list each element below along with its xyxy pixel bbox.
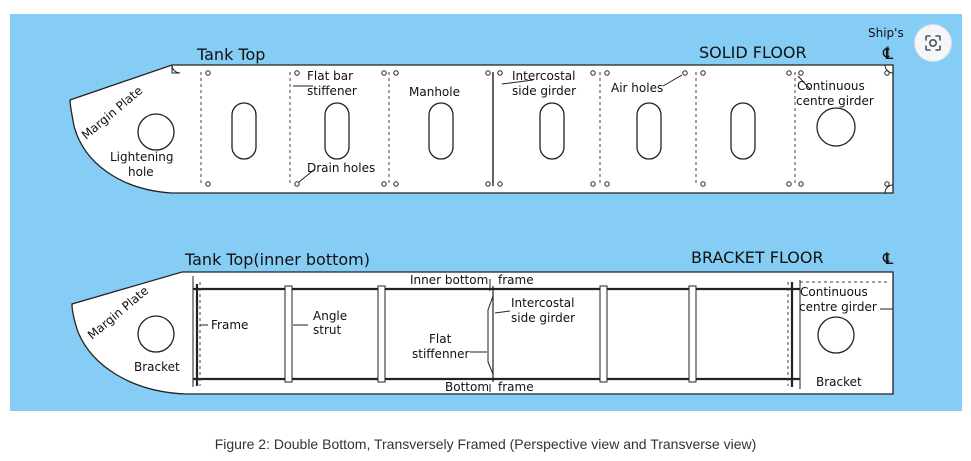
lightening-hole-label-1: Lightening — [110, 150, 174, 164]
bracket-hole-right — [817, 316, 855, 354]
intercostal-girder-label-2: side girder — [511, 311, 575, 325]
flat-bar-stiffener-label-1: Flat bar — [307, 69, 353, 83]
intercostal-label-1: Intercostal — [512, 69, 576, 83]
inner-bottom-frame-label: frame — [498, 273, 534, 287]
double-bottom-diagram: Tank Top SOLID FLOOR Ship's ℄ Margin Pla… — [69, 26, 904, 395]
manhole-2 — [324, 102, 350, 160]
angle-strut-label-1: Angle — [313, 309, 347, 323]
bracket-centre-girder-label-1: Continuous — [800, 285, 868, 299]
manhole-3 — [428, 102, 454, 160]
flat-stiffener-label-1: Flat — [429, 332, 452, 346]
bracket-floor-plate — [71, 271, 894, 395]
centre-girder-label-1: Continuous — [797, 79, 865, 93]
intercostal-girder-label-1: Intercostal — [511, 296, 575, 310]
manhole-6 — [730, 102, 756, 160]
visual-search-icon[interactable] — [914, 24, 952, 62]
lightening-hole-label-2: hole — [128, 165, 154, 179]
manhole-1 — [231, 102, 257, 160]
manhole-label: Manhole — [409, 85, 460, 99]
flat-stiffener-label-2: stiffenner — [412, 347, 470, 361]
manhole-4 — [539, 102, 565, 160]
bottom-label: Bottom — [445, 380, 489, 394]
flat-bar-stiffener-label-2: stiffener — [307, 84, 357, 98]
solid-floor-title: SOLID FLOOR — [699, 43, 807, 62]
figure-caption: Figure 2: Double Bottom, Transversely Fr… — [214, 436, 757, 452]
bottom-frame-label: frame — [498, 380, 534, 394]
inner-bottom-label: Inner bottom — [410, 273, 488, 287]
centre-lightening-hole — [816, 107, 856, 147]
frame-label: Frame — [211, 318, 248, 332]
centreline-symbol: ℄ — [882, 44, 894, 63]
inner-bottom-tank-top-label: Tank Top(inner bottom) — [184, 250, 370, 269]
ships-cl-label: Ship's — [868, 26, 904, 40]
bracket-hole-left — [137, 315, 175, 353]
centre-girder-label-2: centre girder — [796, 94, 874, 108]
angle-strut-label-2: strut — [313, 323, 341, 337]
bracket-right-label: Bracket — [816, 375, 862, 389]
bracket-centre-girder-label-2: centre girder — [799, 300, 877, 314]
air-holes-label: Air holes — [611, 81, 663, 95]
drain-holes-label: Drain holes — [307, 161, 375, 175]
intercostal-label-2: side girder — [512, 84, 576, 98]
lens-glyph — [925, 35, 941, 51]
tank-top-label: Tank Top — [196, 45, 265, 64]
manhole-5 — [636, 102, 662, 160]
bracket-left-label: Bracket — [134, 360, 180, 374]
bracket-floor-title: BRACKET FLOOR — [691, 248, 824, 267]
lightening-hole — [137, 113, 175, 151]
centreline-symbol-2: ℄ — [882, 249, 894, 268]
solid-floor-plate — [69, 64, 894, 194]
